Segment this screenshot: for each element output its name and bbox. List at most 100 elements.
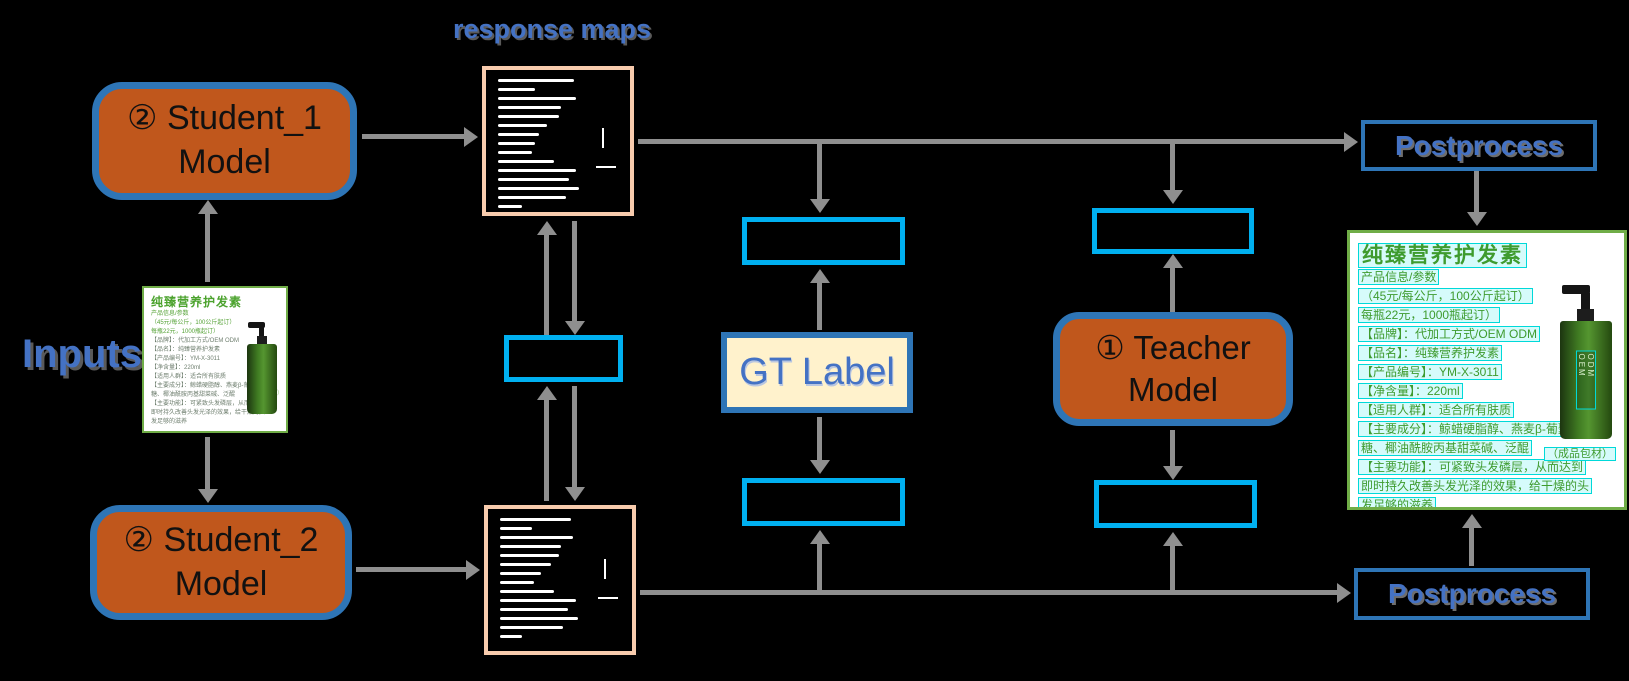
response-map-mark — [598, 597, 618, 599]
response-map-line — [498, 124, 547, 127]
response-map-line — [500, 617, 579, 620]
response-map-line — [498, 97, 577, 100]
arrow-topline-to-teacher-loss1 — [1170, 141, 1175, 190]
response-map-line — [498, 160, 555, 163]
response-map-line — [498, 178, 569, 181]
product-text-line: （45元/每公斤，100公斤起订） — [151, 320, 236, 326]
arrow-student1-to-map1 — [362, 134, 464, 139]
ocr-package-note: （成品包材） — [1544, 445, 1616, 461]
ocr-text-line: 【品牌】：代加工方式/OEM ODM — [1358, 326, 1540, 342]
product-text-line: 即时持久改善头发光泽的效果，给干燥的头 — [151, 410, 266, 416]
ocr-text-line: 即时持久改善头发光泽的效果，给干燥的头 — [1358, 478, 1593, 494]
output-product-panel: 纯臻营养护发素 产品信息/参数 （45元/每公斤，100公斤起订） 每瓶22元，10… — [1347, 230, 1627, 510]
response-maps-title: response maps — [452, 14, 652, 44]
student2-model-label: ② Student_2 Model — [123, 520, 319, 603]
student1-model-label: ② Student_1 Model — [127, 99, 322, 181]
arrow-student2-to-map2 — [356, 567, 466, 572]
gt-label-box: GT Label — [721, 332, 913, 413]
inputs-label: Inputs — [22, 332, 142, 376]
arrow-input-to-student1 — [205, 214, 210, 282]
response-map-line — [498, 88, 535, 91]
postprocess-top-label: Postprocess — [1394, 129, 1564, 161]
response-map-line — [498, 151, 533, 154]
response-map-line — [500, 545, 561, 548]
postprocess-bottom-box: Postprocess — [1354, 568, 1590, 620]
product-text-line: 【主要功能】：可紧致头发磷层，从而达到 — [151, 401, 263, 407]
postprocess-bottom-label: Postprocess — [1387, 578, 1557, 609]
arrow-teacher-to-loss2 — [1170, 430, 1175, 466]
loss-box-gt-student1 — [742, 217, 905, 265]
arrow-map1-to-postprocess-top — [638, 139, 1344, 144]
product-text-lines: 产品信息/参数 （45元/每公斤，100公斤起订） 每瓶22元，1000瓶起订） 【品… — [151, 310, 282, 427]
response-map-line — [498, 79, 574, 82]
student2-model-box: ② Student_2 Model — [90, 505, 352, 620]
product-text-line: 糖、椰油酰胺丙基甜菜碱、泛醌 — [151, 392, 236, 398]
response-map-line — [498, 169, 577, 172]
response-map-mark — [596, 166, 616, 168]
product-text-line: 【产品编号】：YM-X-3011 — [151, 356, 220, 362]
ocr-text-line: 【适用人群】：适合所有肤质 — [1358, 402, 1515, 418]
bottle-pump-spout — [1562, 285, 1590, 294]
product-text-line: 【品名】：纯臻营养护发素 — [151, 347, 221, 353]
response-map-line — [500, 581, 535, 584]
arrow-mutual-loss-to-map1 — [544, 235, 549, 335]
arrow-bottomline-to-gt-loss2 — [817, 544, 822, 590]
response-map-2 — [484, 505, 636, 655]
response-map-line — [498, 106, 562, 109]
response-map-line — [500, 554, 559, 557]
bottle-pump-collar — [1577, 309, 1594, 322]
arrow-postprocess-bottom-to-panel — [1469, 528, 1474, 566]
ocr-text-line: 每瓶22元，1000瓶起订） — [1358, 307, 1501, 323]
product-text-line: 发足够的滋养 — [151, 419, 188, 425]
response-map-line — [500, 608, 569, 611]
response-map-line — [498, 205, 523, 208]
arrow-map1-to-mutual-loss — [572, 221, 577, 321]
postprocess-top-box: Postprocess — [1361, 120, 1597, 171]
response-map-mark — [604, 559, 606, 579]
ocr-title-line: 纯臻营养护发素 — [1358, 239, 1527, 269]
bottle-body: ODM OEM — [1560, 321, 1612, 439]
response-map-line — [498, 115, 559, 118]
ocr-text-line: 糖、椰油酰胺丙基甜菜碱、泛醌 — [1358, 440, 1533, 456]
gt-label-text: GT Label — [739, 351, 895, 393]
arrow-input-to-student2 — [205, 437, 210, 489]
loss-box-gt-student2 — [742, 478, 905, 526]
student1-model-box: ② Student_1 Model — [92, 82, 357, 200]
response-map-2-lines — [500, 518, 622, 645]
product-text-line: 每瓶22元，1000瓶起订） — [151, 329, 220, 335]
ocr-text-line: （45元/每公斤，100公斤起订） — [1358, 288, 1533, 304]
response-map-line — [500, 518, 571, 521]
response-map-line — [500, 635, 522, 638]
response-map-1 — [482, 66, 634, 216]
loss-box-distill-mutual — [504, 335, 623, 382]
response-map-line — [500, 563, 552, 566]
response-map-line — [500, 590, 554, 593]
teacher-model-box: ① Teacher Model — [1053, 312, 1293, 426]
response-map-line — [500, 626, 564, 629]
product-text-line: 【主要成分】：鲸蜡硬脂醇、燕麦β-葡聚 — [151, 383, 256, 389]
loss-box-teacher-student1 — [1092, 208, 1254, 254]
response-map-line — [500, 599, 576, 602]
response-map-mark — [602, 128, 604, 148]
arrow-map2-to-mutual-loss — [544, 400, 549, 501]
product-text-line: 产品信息/参数 — [151, 311, 189, 317]
ocr-title-text: 纯臻营养护发素 — [1358, 243, 1527, 268]
arrow-mutual-loss-to-map2 — [572, 386, 577, 487]
response-map-line — [498, 187, 579, 190]
arrow-gt-to-loss1 — [817, 283, 822, 330]
input-product-card: 纯臻营养护发素 产品信息/参数（45元/每公斤，100公斤起订）每瓶22元，10… — [142, 286, 288, 433]
teacher-model-label: ① Teacher Model — [1095, 328, 1251, 408]
product-bottle-image — [247, 318, 277, 414]
ocr-text-line: 发足够的滋养 — [1358, 497, 1437, 507]
ocr-text-line: 产品信息/参数 — [1358, 269, 1440, 285]
response-map-line — [498, 196, 567, 199]
response-map-line — [498, 142, 535, 145]
bottle-pump-stem — [259, 327, 264, 338]
ocr-text-lines: 产品信息/参数 （45元/每公斤，100公斤起订） 每瓶22元，1000瓶起订） 【品… — [1358, 269, 1620, 507]
ocr-text-line: 【主要成分】：鲸蜡硬脂醇、燕麦β-葡聚 — [1358, 421, 1573, 437]
response-map-line — [498, 133, 540, 136]
product-text-line: 【品牌】：代加工方式/OEM ODM — [151, 338, 239, 344]
product-text-line: 【净含量】：220ml — [151, 365, 201, 371]
arrow-map2-to-postprocess-bottom — [640, 590, 1337, 595]
